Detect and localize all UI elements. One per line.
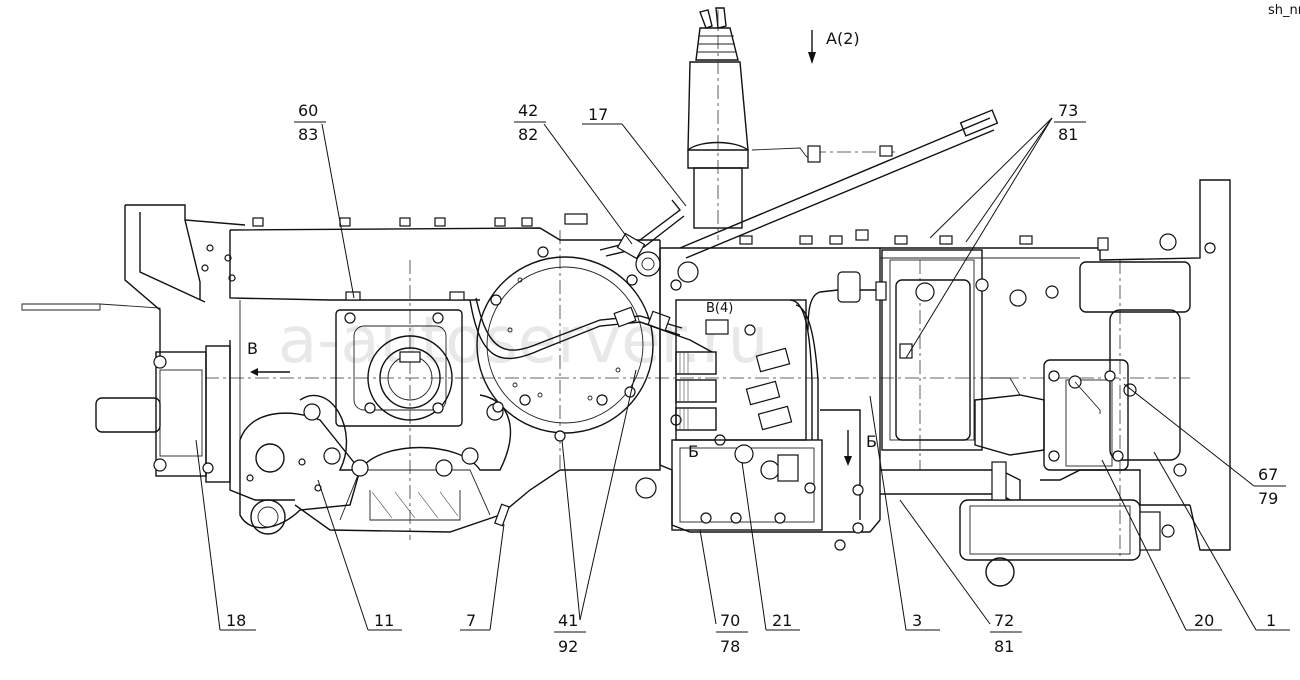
svg-text:41: 41 (558, 611, 578, 630)
svg-text:17: 17 (588, 105, 608, 124)
section-cut-right: Б (866, 432, 877, 451)
svg-text:72: 72 (994, 611, 1014, 630)
center-lines (205, 230, 1190, 560)
callout-70-78: 70 78 (699, 529, 748, 656)
pto-lever-arm (239, 394, 512, 535)
oil-filter (807, 249, 989, 451)
shift-rod (635, 109, 999, 283)
section-cut-left: Б (688, 442, 699, 461)
valve-block-housing (635, 247, 881, 551)
callout-20: 20 (1101, 459, 1222, 631)
callout-17: 17 (582, 105, 687, 207)
lower-cylinder (880, 461, 1175, 587)
corner-mark: sh_nnn (1268, 3, 1300, 18)
svg-text:21: 21 (772, 611, 792, 630)
svg-text:18: 18 (226, 611, 246, 630)
svg-text:81: 81 (994, 637, 1014, 656)
svg-text:3: 3 (912, 611, 922, 630)
callout-18: 18 (195, 439, 256, 631)
svg-text:1: 1 (1266, 611, 1276, 630)
hydraulic-pump-round (476, 246, 654, 442)
pto-control-valve (974, 359, 1129, 471)
callout-7: 7 (460, 523, 505, 631)
section-b-right: В(4) (706, 301, 733, 316)
svg-text:67: 67 (1258, 465, 1278, 484)
hydraulic-pipes (469, 199, 713, 360)
distributor-spools (675, 299, 819, 441)
callout-67-79: 67 79 (1123, 383, 1286, 508)
callout-60-83: 60 83 (294, 101, 355, 299)
svg-text:20: 20 (1194, 611, 1214, 630)
rear-bracket (21, 204, 246, 360)
svg-text:92: 92 (558, 637, 578, 656)
gear-lever (687, 7, 749, 240)
view-arrow: А(2) (808, 29, 860, 64)
callout-72-81: 72 81 (899, 499, 1022, 656)
callout-21: 21 (741, 461, 800, 631)
callout-42-82: 42 82 (514, 101, 633, 245)
svg-text:60: 60 (298, 101, 318, 120)
svg-text:79: 79 (1258, 489, 1278, 508)
svg-text:78: 78 (720, 637, 740, 656)
callout-3: 3 (869, 395, 940, 631)
svg-text:82: 82 (518, 125, 538, 144)
section-b-left: В (247, 339, 258, 358)
svg-text:81: 81 (1058, 125, 1078, 144)
watermark: a-autoserver.ru (278, 304, 768, 378)
callout-41-92: 41 92 (554, 369, 637, 656)
callout-73-81: 73 81 (905, 101, 1086, 359)
output-flange (95, 345, 231, 483)
svg-text:73: 73 (1058, 101, 1078, 120)
callout-1: 1 (1153, 451, 1290, 631)
svg-text:42: 42 (518, 101, 538, 120)
svg-text:83: 83 (298, 125, 318, 144)
hub-plate (335, 291, 465, 427)
svg-text:7: 7 (466, 611, 476, 630)
callout-11: 11 (317, 479, 402, 631)
svg-text:70: 70 (720, 611, 740, 630)
top-cover-bolts (252, 213, 869, 245)
view-title: А(2) (826, 29, 860, 48)
section-marks: В В(4) Б Б (247, 301, 877, 466)
rear-housing (229, 227, 661, 533)
svg-text:11: 11 (374, 611, 394, 630)
